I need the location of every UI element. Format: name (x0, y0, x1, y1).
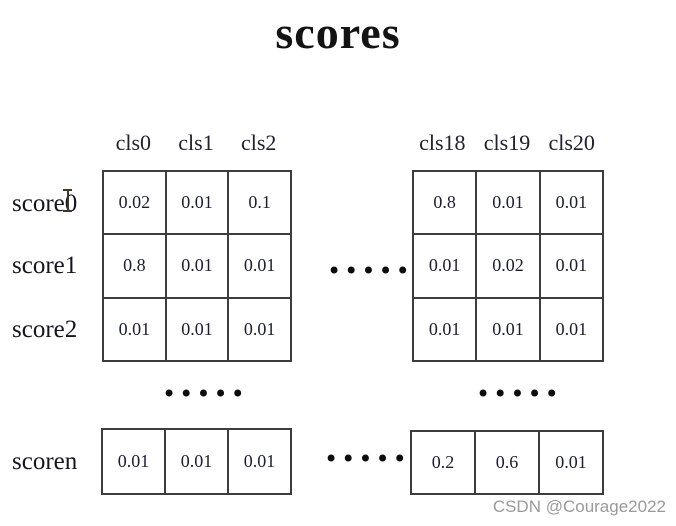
table-cell: 0.02 (103, 171, 166, 235)
table-cell: 0.01 (539, 234, 603, 298)
watermark: CSDN @Courage2022 (492, 497, 666, 516)
column-header-cls2: cls2 (240, 130, 277, 155)
table-cell: 0.2 (411, 431, 475, 494)
table-cell: 0.6 (475, 431, 539, 494)
row-label-scoren: scoren (12, 448, 78, 475)
column-header-cls19: cls19 (483, 130, 531, 155)
table-cell: 0.01 (413, 297, 477, 361)
bottom-left-score-row: 0.01 0.01 0.01 (101, 428, 292, 495)
table-cell: 0.01 (228, 429, 291, 494)
column-header-cls20: cls20 (548, 130, 595, 155)
table-cell: 0.01 (413, 234, 477, 298)
column-header-cls1: cls1 (178, 130, 214, 155)
table-cell: 0.02 (476, 234, 540, 298)
right-column-headers: cls18 cls19 cls20 (410, 128, 604, 158)
table-cell: 0.01 (165, 234, 229, 298)
column-header-cls18: cls18 (419, 130, 466, 155)
table-cell: 0.01 (539, 171, 603, 235)
table-cell: 0.1 (228, 171, 291, 235)
table-cell: 0.01 (228, 297, 291, 361)
diagram-title: scores (275, 7, 401, 58)
table-cell: 0.01 (165, 171, 229, 235)
ellipsis-horizontal-middle: ••••• (327, 257, 413, 285)
right-score-table: 0.8 0.01 0.01 0.01 0.02 0.01 0.01 0.01 0… (412, 170, 604, 362)
ellipsis-vertical-left: ••••• (162, 380, 248, 408)
table-cell: 0.8 (103, 234, 166, 298)
text-cursor-icon (63, 189, 72, 212)
table-cell: 0.01 (539, 297, 603, 361)
table-cell: 0.01 (476, 171, 540, 235)
row-label-score1: score1 (12, 252, 78, 279)
table-cell: 0.8 (413, 171, 477, 235)
ellipsis-horizontal-bottom: ••••• (324, 445, 410, 473)
ellipsis-vertical-right: ••••• (476, 380, 562, 408)
table-cell: 0.01 (103, 297, 166, 361)
table-cell: 0.01 (165, 297, 229, 361)
table-cell: 0.01 (228, 234, 291, 298)
left-column-headers: cls0 cls1 cls2 (102, 128, 290, 158)
row-label-score0: score0 (12, 190, 78, 217)
column-header-cls0: cls0 (115, 130, 152, 155)
left-score-table: 0.02 0.01 0.1 0.8 0.01 0.01 0.01 0.01 0.… (102, 170, 292, 362)
table-cell: 0.01 (102, 429, 165, 494)
table-cell: 0.01 (539, 431, 603, 494)
row-label-score2: score2 (12, 316, 78, 343)
bottom-right-score-row: 0.2 0.6 0.01 (410, 430, 604, 495)
table-cell: 0.01 (476, 297, 540, 361)
table-cell: 0.01 (165, 429, 228, 494)
